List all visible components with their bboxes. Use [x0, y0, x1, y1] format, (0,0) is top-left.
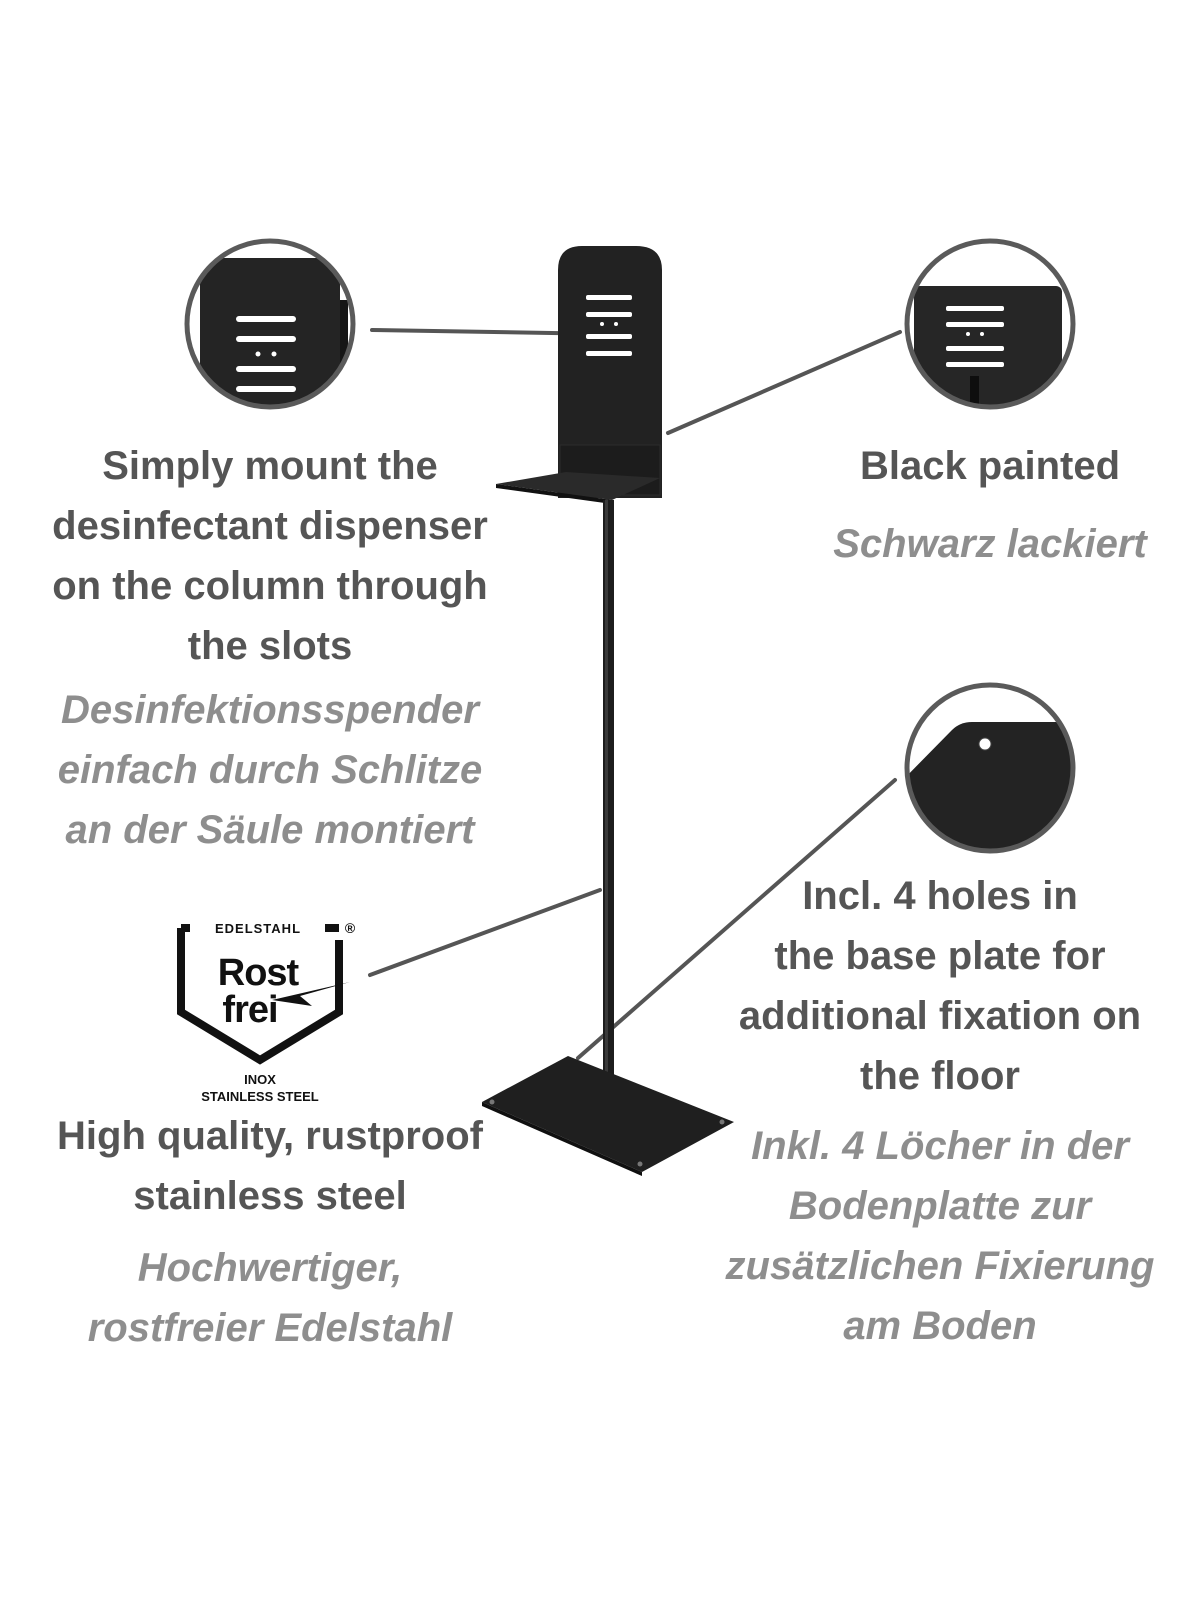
dispenser-stand	[482, 246, 734, 1176]
steel-callout-line	[368, 888, 602, 977]
steel-de-line: rostfreier Edelstahl	[87, 1306, 453, 1350]
paint-en-text: Black painted	[800, 436, 1180, 496]
logo-top-text: EDELSTAHL	[215, 921, 301, 936]
steel-de-text: Hochwertiger, rostfreier Edelstahl	[20, 1238, 520, 1358]
steel-en-text: High quality, rustproof stainless steel	[20, 1106, 520, 1226]
holes-de-line: Inkl. 4 Löcher in der	[751, 1124, 1129, 1168]
rostfrei-logo: EDELSTAHL ® Rost frei INOX STAINLESS STE…	[177, 920, 356, 1104]
shelf	[496, 472, 660, 500]
holes-en-text: Incl. 4 holes in the base plate for addi…	[690, 866, 1190, 1106]
base-detail-circle	[904, 682, 1076, 854]
column	[603, 500, 614, 1110]
mount-detail-circle	[184, 238, 356, 410]
mount-en-line: the slots	[187, 624, 353, 668]
mount-en-text: Simply mount the desinfectant dispenser …	[20, 436, 520, 676]
logo-word1: Rost	[218, 952, 300, 994]
mount-de-line: Desinfektionsspender	[61, 688, 479, 732]
holes-de-line: Bodenplatte zur	[788, 1184, 1092, 1228]
steel-callout: High quality, rustproof stainless steel …	[20, 1106, 520, 1358]
mount-en-line: Simply mount the	[102, 444, 438, 488]
steel-en-line: stainless steel	[133, 1174, 407, 1218]
mount-callout: Simply mount the desinfectant dispenser …	[20, 436, 520, 860]
holes-de-text: Inkl. 4 Löcher in der Bodenplatte zur zu…	[690, 1116, 1190, 1356]
logo-registered: ®	[345, 920, 356, 936]
mount-en-line: desinfectant dispenser	[52, 504, 488, 548]
holes-en-line: additional fixation on	[738, 994, 1142, 1038]
paint-en-line: Black painted	[859, 444, 1121, 488]
steel-en-line: High quality, rustproof	[57, 1114, 483, 1158]
paint-callout: Black painted Schwarz lackiert	[800, 436, 1180, 574]
logo-star	[272, 982, 350, 1006]
holes-de-line: zusätzlichen Fixierung	[725, 1244, 1155, 1288]
mount-de-line: an der Säule montiert	[65, 808, 475, 852]
paint-de-line: Schwarz lackiert	[833, 522, 1147, 566]
mount-de-text: Desinfektionsspender einfach durch Schli…	[20, 680, 520, 860]
mount-en-line: on the column through	[52, 564, 488, 608]
holes-de-line: am Boden	[843, 1304, 1037, 1348]
base-callout-line	[576, 778, 897, 1060]
logo-word2: frei	[222, 989, 277, 1031]
mounting-panel	[558, 246, 662, 498]
paint-callout-line	[666, 330, 902, 435]
base-plate	[482, 1056, 734, 1172]
paint-detail-circle	[904, 238, 1076, 410]
holes-en-line: the base plate for	[774, 934, 1106, 978]
paint-de-text: Schwarz lackiert	[800, 514, 1180, 574]
panel-slots	[586, 295, 632, 356]
holes-en-line: the floor	[860, 1054, 1020, 1098]
logo-shield	[177, 928, 343, 1065]
logo-sub1: INOX	[244, 1072, 276, 1087]
holes-callout: Incl. 4 holes in the base plate for addi…	[690, 866, 1190, 1356]
steel-de-line: Hochwertiger,	[137, 1246, 403, 1290]
mount-de-line: einfach durch Schlitze	[57, 748, 483, 792]
holes-en-line: Incl. 4 holes in	[802, 874, 1078, 918]
logo-sub2: STAINLESS STEEL	[201, 1089, 319, 1104]
